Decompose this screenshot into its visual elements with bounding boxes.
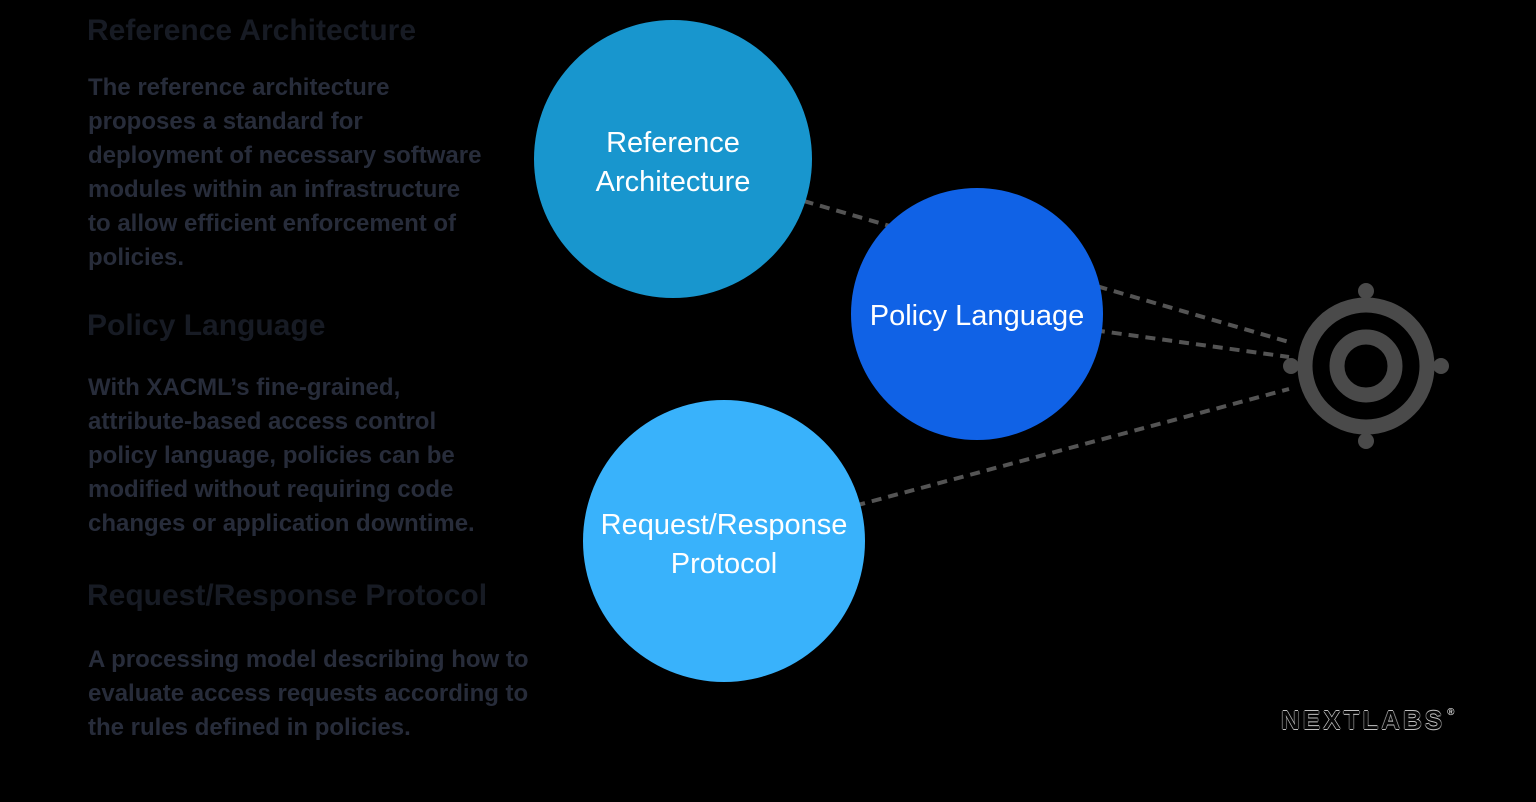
crosshair-outer-ring [1297, 297, 1435, 435]
connector-request-response-to-target [723, 387, 1290, 543]
node-reference-architecture-circle [534, 20, 812, 298]
crosshair-top-nub [1358, 283, 1374, 299]
body-line: attribute-based access control [88, 408, 437, 435]
body-line: With XACML’s fine-grained, [88, 374, 401, 401]
crosshair-target-icon [1283, 283, 1449, 449]
body-line: the rules defined in policies. [88, 714, 411, 741]
crosshair-bottom-nub [1358, 433, 1374, 449]
nextlabs-logo-text: NEXTLABS [1281, 705, 1446, 735]
node-request-response-circle [583, 400, 865, 682]
node-label-architecture: Architecture [596, 166, 751, 198]
node-label-protocol: Protocol [671, 548, 777, 580]
heading-policy-language: Policy Language [87, 309, 326, 342]
body-line: The reference architecture [88, 74, 390, 101]
node-policy-language-circle [851, 188, 1103, 440]
node-label-request-response: Request/Response [601, 509, 848, 541]
body-policy-language: With XACML’s fine-grained, attribute-bas… [88, 371, 475, 541]
body-line: policy language, policies can be [88, 442, 455, 469]
node-label-policy-language: Policy Language [870, 300, 1084, 332]
body-line: policies. [88, 244, 185, 271]
body-line: to allow efficient enforcement of [88, 210, 457, 237]
body-line: A processing model describing how to [88, 646, 529, 673]
body-line: proposes a standard for [88, 108, 363, 135]
nextlabs-logo: NEXTLABS® [1281, 698, 1455, 735]
body-request-response-protocol: A processing model describing how to eva… [88, 643, 529, 745]
heading-request-response-protocol: Request/Response Protocol [87, 579, 488, 612]
registered-trademark-icon: ® [1447, 707, 1455, 718]
body-line: modified without requiring code [88, 476, 454, 503]
body-line: evaluate access requests according to [88, 680, 529, 707]
crosshair-right-nub [1433, 358, 1449, 374]
node-label-reference: Reference [606, 127, 740, 159]
body-line: deployment of necessary software [88, 142, 482, 169]
body-line: changes or application downtime. [88, 510, 475, 537]
crosshair-inner-ring [1329, 329, 1403, 403]
heading-reference-architecture: Reference Architecture [87, 14, 417, 47]
body-reference-architecture: The reference architecture proposes a st… [88, 71, 481, 275]
body-line: modules within an infrastructure [88, 176, 461, 203]
crosshair-left-nub [1283, 358, 1299, 374]
